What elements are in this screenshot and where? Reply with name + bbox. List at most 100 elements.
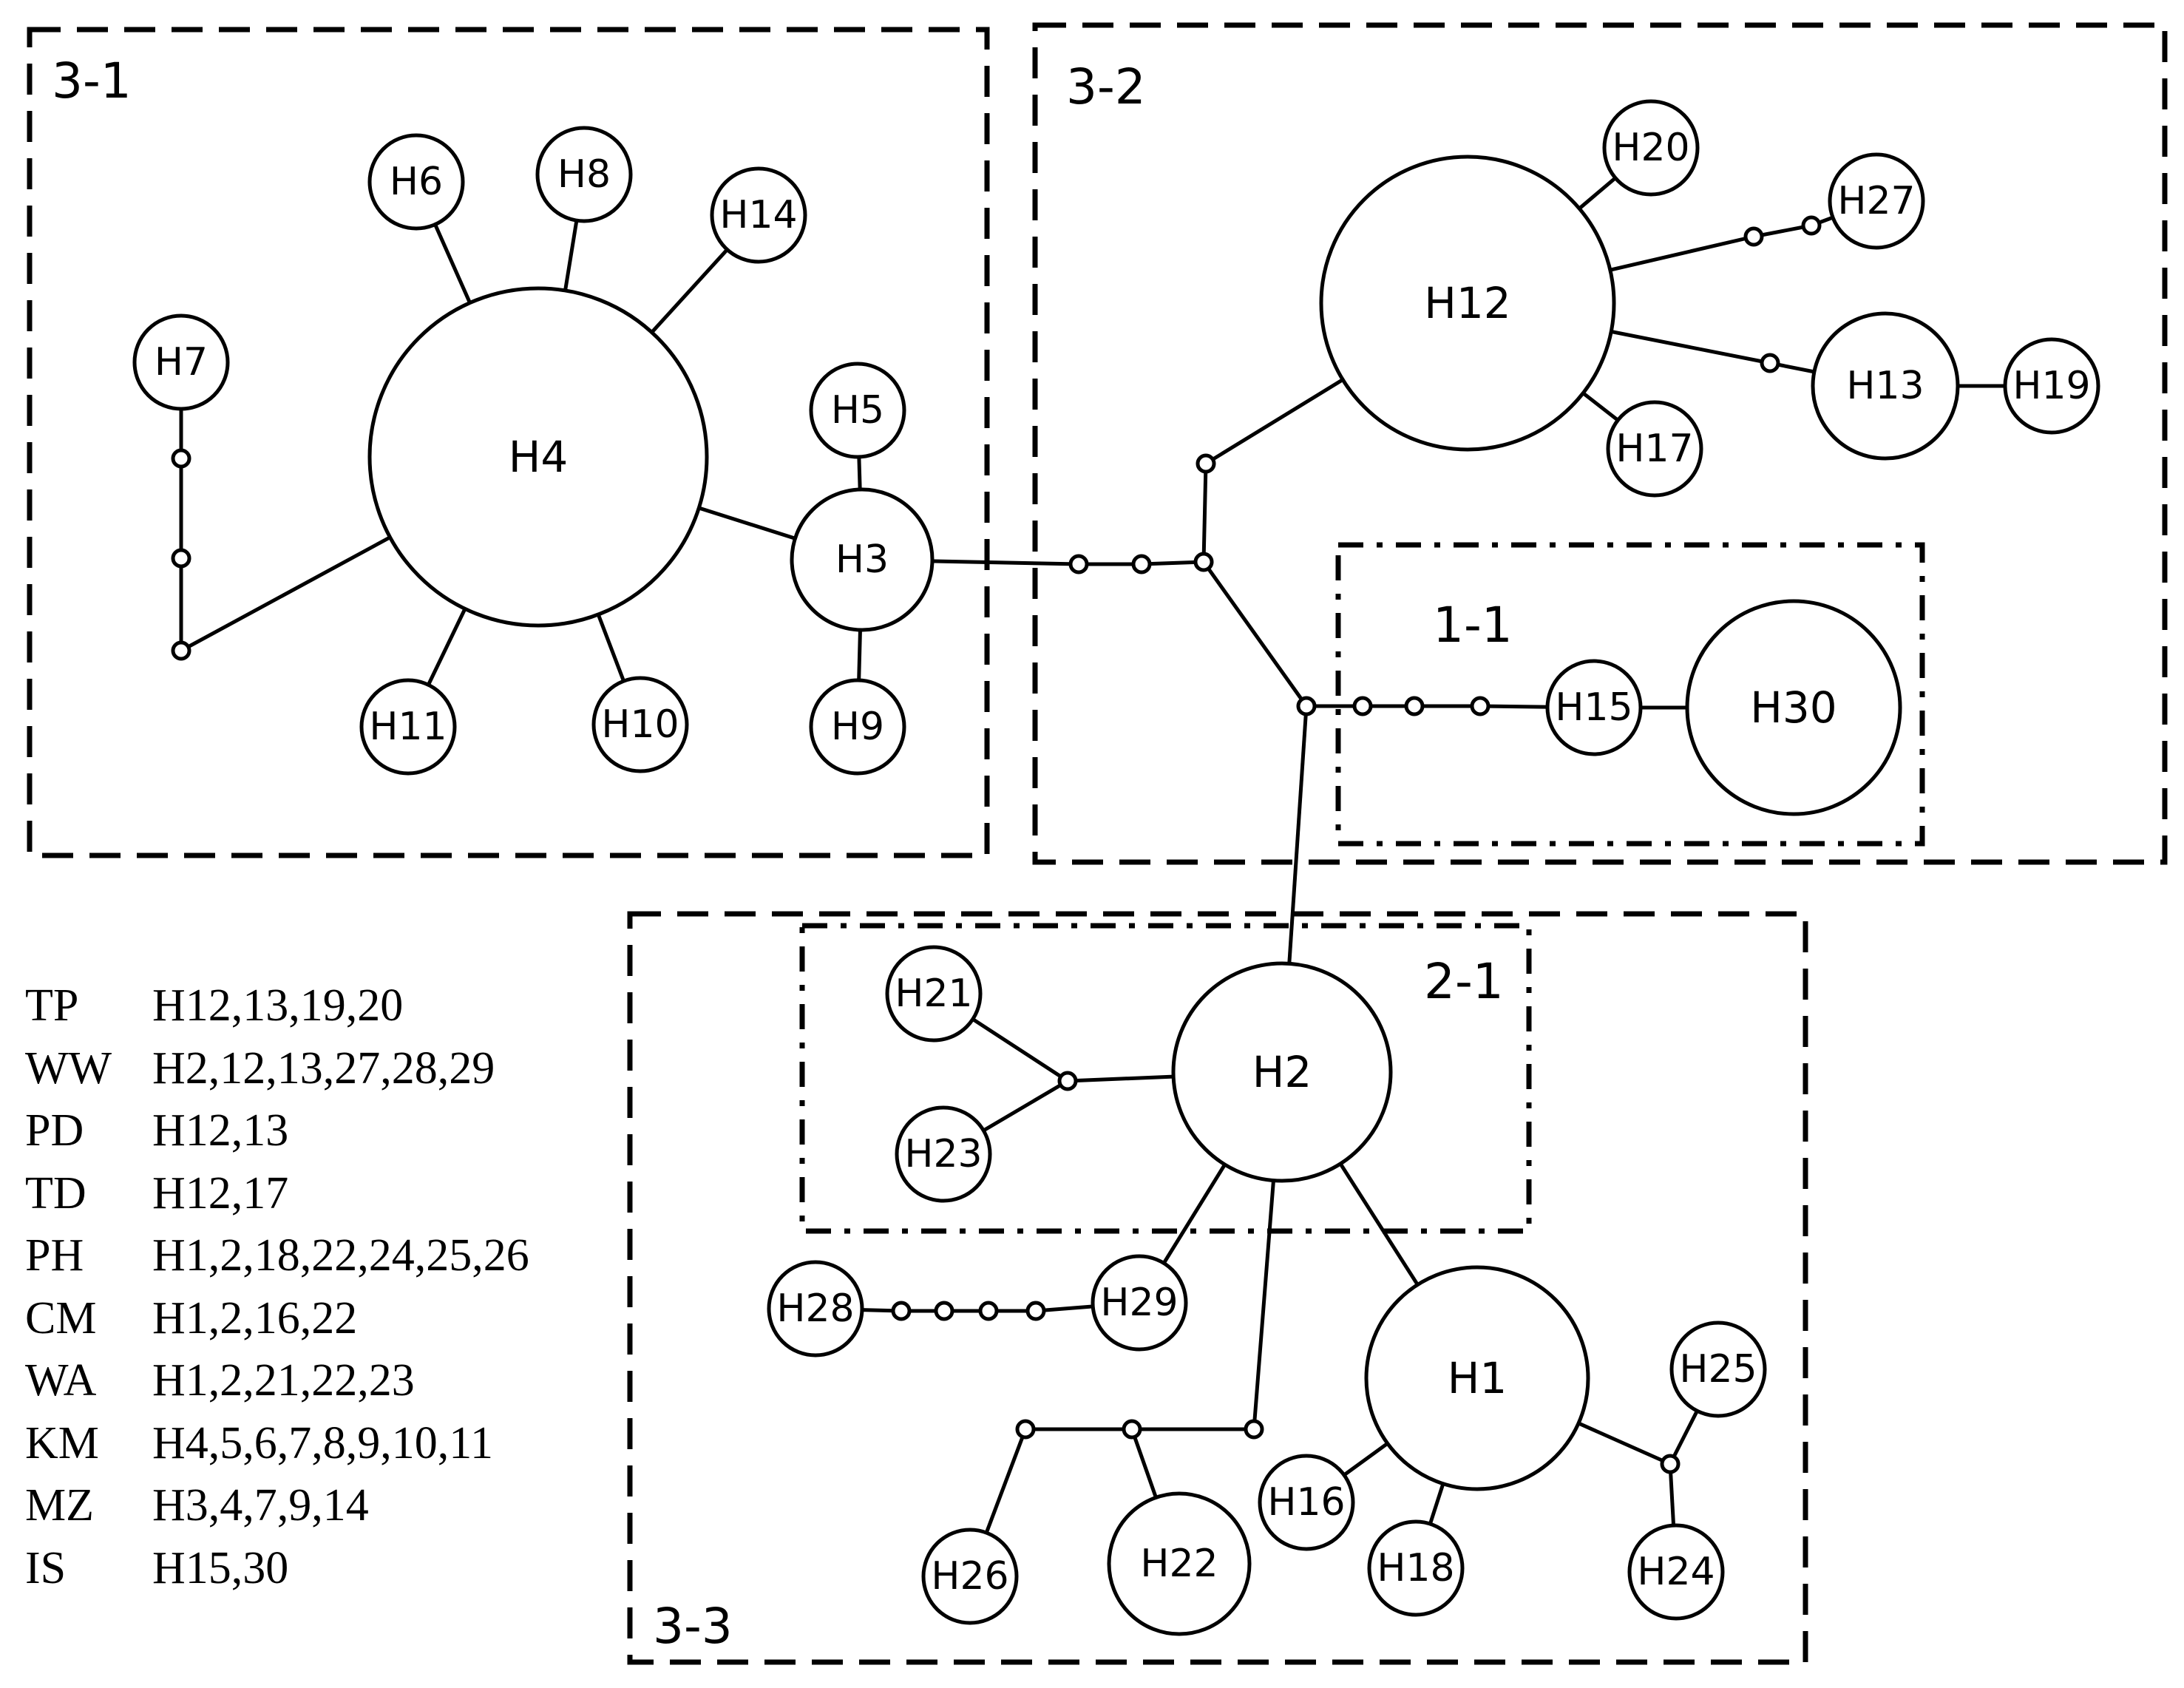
clade-box-2-1 <box>799 923 1532 1234</box>
haplotype-node-h12: H12 <box>1319 155 1616 452</box>
haplotype-label: H12 <box>1424 278 1510 328</box>
haplotype-node-h22: H22 <box>1107 1491 1252 1636</box>
mutation-step <box>891 1301 912 1321</box>
mutation-step <box>1743 226 1764 247</box>
haplotype-circle <box>367 286 709 628</box>
mutation-step <box>934 1301 954 1321</box>
clade-box-3-2 <box>1032 22 2168 865</box>
haplotype-label: H5 <box>831 388 884 433</box>
haplotype-label: H10 <box>601 702 679 747</box>
mutation-step <box>1801 215 1822 236</box>
haplotype-label: H6 <box>390 160 443 204</box>
legend-population-code: TD <box>25 1167 87 1218</box>
haplotype-node-h4: H4 <box>367 286 709 628</box>
mutation-step <box>1122 1419 1142 1440</box>
haplotype-node-h29: H29 <box>1091 1254 1188 1352</box>
haplotype-node-h10: H10 <box>591 676 689 773</box>
legend-row: IS H15,30 <box>25 1537 529 1600</box>
haplotype-label: H25 <box>1679 1347 1757 1392</box>
clade-label-3-1: 3-1 <box>52 52 132 109</box>
haplotype-circle <box>895 1105 992 1203</box>
haplotype-label: H28 <box>776 1287 854 1331</box>
haplotype-circle <box>790 487 935 632</box>
legend-haplotype-list: H1,2,21,22,23 <box>152 1355 415 1406</box>
mutation-step <box>1196 453 1216 474</box>
haplotype-circle <box>767 1260 864 1357</box>
haplotype-node-h14: H14 <box>710 166 807 264</box>
clade-box-3-3 <box>627 911 1808 1665</box>
haplotype-circle <box>921 1528 1019 1625</box>
haplotype-nodes: H1H2H3H4H5H6H7H8H9H10H11H12H13H14H15H16H… <box>132 99 2100 1636</box>
haplotype-label: H2 <box>1252 1047 1312 1097</box>
haplotype-node-h3: H3 <box>790 487 935 632</box>
haplotype-label: H16 <box>1267 1480 1345 1525</box>
haplotype-circle <box>1171 961 1393 1183</box>
haplotype-node-h23: H23 <box>895 1105 992 1203</box>
haplotype-circle <box>1091 1254 1188 1352</box>
legend-population-code: TP <box>25 980 79 1031</box>
haplotype-node-h18: H18 <box>1367 1519 1465 1617</box>
haplotype-circle <box>809 362 906 459</box>
haplotype-label: H21 <box>895 972 972 1016</box>
mutation-step <box>1760 353 1780 373</box>
mutation-step <box>171 640 191 661</box>
mutation-step <box>1068 554 1089 574</box>
haplotype-circle <box>1811 311 1960 461</box>
haplotype-node-h25: H25 <box>1669 1321 1767 1418</box>
haplotype-label: H3 <box>835 538 889 582</box>
haplotype-node-h21: H21 <box>885 945 983 1043</box>
haplotype-label: H29 <box>1100 1281 1178 1325</box>
haplotype-label: H7 <box>155 340 208 384</box>
legend-population-code: PH <box>25 1230 84 1281</box>
mutation-step <box>1470 696 1491 716</box>
mutation-step <box>1025 1301 1046 1321</box>
haplotype-circle <box>1602 99 1700 197</box>
haplotype-label: H27 <box>1837 179 1915 223</box>
haplotype-label: H26 <box>931 1554 1008 1599</box>
edge-m3-m4 <box>1201 463 1208 563</box>
haplotype-node-h15: H15 <box>1545 659 1643 756</box>
clade-box-1-1 <box>1335 542 1925 847</box>
haplotype-circle <box>1258 1454 1355 1551</box>
legend-haplotype-list: H4,5,6,7,8,9,10,11 <box>152 1417 493 1468</box>
haplotype-circle <box>1828 152 1925 250</box>
haplotype-circle <box>367 133 465 231</box>
legend-haplotype-list: H3,4,7,9,14 <box>152 1480 369 1531</box>
legend-population-code: IS <box>25 1542 67 1593</box>
clade-box-3-1 <box>27 27 990 858</box>
haplotype-label: H19 <box>2012 364 2090 408</box>
haplotype-label: H30 <box>1750 682 1837 733</box>
haplotype-node-h8: H8 <box>535 126 633 223</box>
haplotype-label: H20 <box>1612 126 1689 170</box>
mutation-steps <box>171 215 1822 1474</box>
mutation-step <box>1244 1419 1264 1440</box>
legend-haplotype-list: H15,30 <box>152 1542 289 1593</box>
haplotype-circle <box>1627 1523 1725 1621</box>
clade-label-3-2: 3-2 <box>1066 58 1146 115</box>
haplotype-node-h26: H26 <box>921 1528 1019 1625</box>
legend-haplotype-list: H12,13,19,20 <box>152 980 404 1031</box>
mutation-step <box>1015 1419 1036 1440</box>
haplotype-label: H11 <box>369 705 447 749</box>
legend-haplotype-list: H12,17 <box>152 1167 289 1218</box>
haplotype-node-h13: H13 <box>1811 311 1960 461</box>
haplotype-circle <box>1319 155 1616 452</box>
legend-population-code: CM <box>25 1292 97 1343</box>
haplotype-node-h1: H1 <box>1364 1265 1590 1491</box>
haplotype-label: H9 <box>831 705 884 749</box>
legend-row: TD H12,17 <box>25 1162 529 1225</box>
haplotype-node-h17: H17 <box>1606 400 1703 498</box>
legend-population-code: WA <box>25 1355 97 1406</box>
haplotype-node-h2: H2 <box>1171 961 1393 1183</box>
haplotype-node-h11: H11 <box>359 678 457 776</box>
haplotype-circle <box>1107 1491 1252 1636</box>
haplotype-label: H22 <box>1140 1542 1218 1586</box>
haplotype-circle <box>1364 1265 1590 1491</box>
haplotype-node-h9: H9 <box>809 678 906 776</box>
haplotype-circle <box>1367 1519 1465 1617</box>
mutation-step <box>1131 554 1152 574</box>
